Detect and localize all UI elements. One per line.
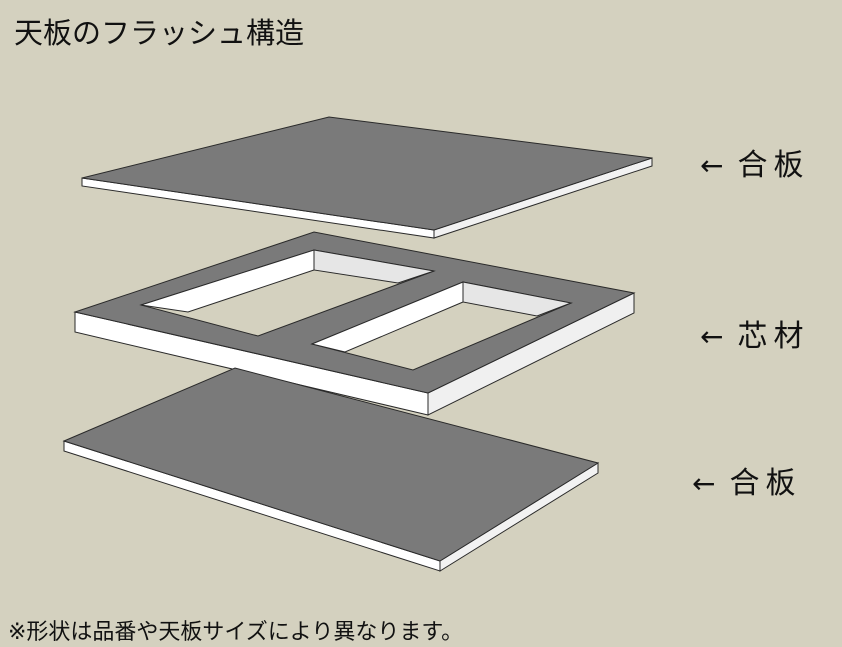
layer-name-top: 合板: [737, 148, 810, 183]
core-frame-opening-left-wall-right: [313, 249, 435, 284]
layer-name-bottom: 合板: [729, 466, 802, 501]
left-arrow-icon: ←: [692, 467, 716, 500]
layer-label-core: ← 芯材: [700, 311, 809, 355]
top-plywood-panel: [81, 116, 653, 239]
core-frame-top-face: [73, 231, 636, 394]
layer-name-core: 芯材: [737, 319, 810, 354]
core-frame: [73, 231, 636, 416]
left-arrow-icon: ←: [700, 149, 724, 182]
bottom-plywood-panel: [62, 367, 600, 572]
left-arrow-icon: ←: [700, 320, 724, 353]
diagram-title: 天板のフラッシュ構造: [14, 16, 305, 50]
top-plywood-face: [81, 116, 653, 231]
core-frame-opening-right-wall-right: [462, 281, 573, 317]
footnote: ※形状は品番や天板サイズにより異なります。: [8, 620, 464, 645]
layer-label-top: ← 合板: [700, 140, 809, 184]
bottom-plywood-face: [62, 367, 600, 562]
layer-label-bottom: ← 合板: [692, 458, 801, 502]
